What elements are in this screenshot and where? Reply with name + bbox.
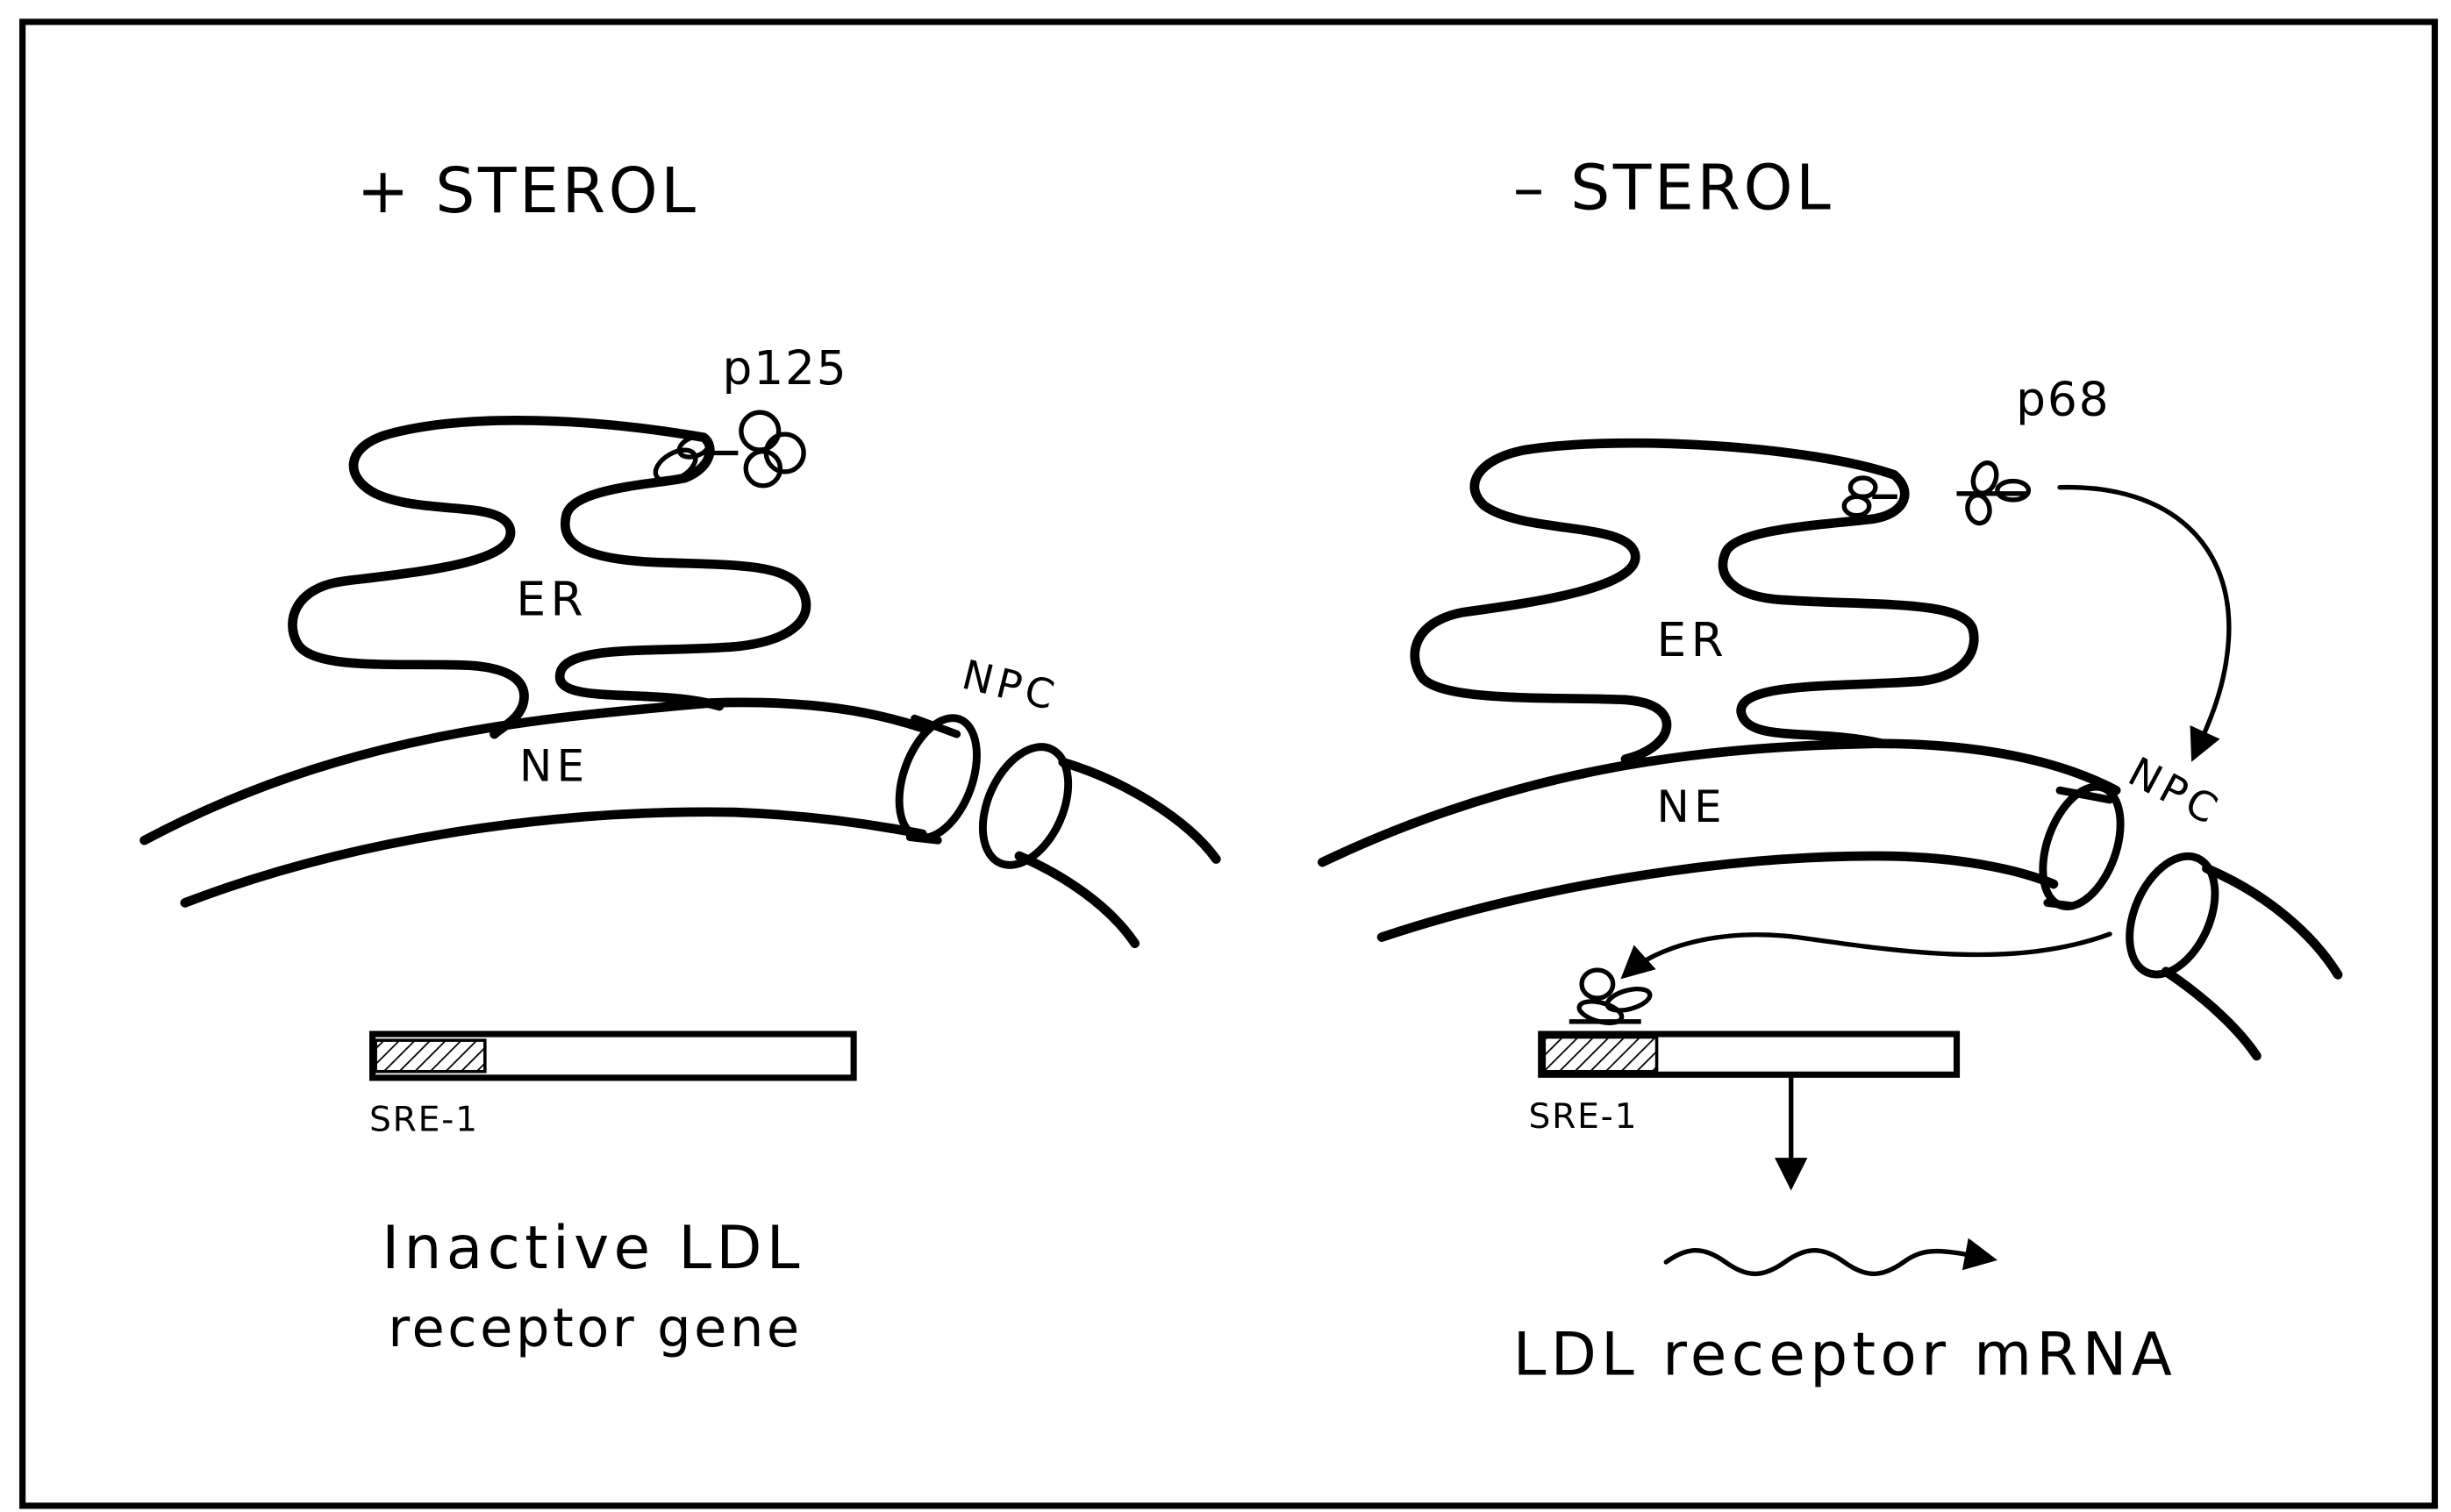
- left-npc: [884, 708, 1085, 879]
- p68-to-gene-arrow: [1626, 934, 2110, 974]
- left-sre1-label: SRE-1: [369, 1100, 479, 1139]
- right-ne-label: NE: [1657, 781, 1727, 832]
- right-er-label: ER: [1657, 612, 1729, 667]
- figure-border: [23, 22, 2435, 1506]
- left-outcome-line1: Inactive LDL: [382, 1213, 804, 1282]
- left-condition-label: + STEROL: [357, 154, 699, 227]
- left-outcome-line2: receptor gene: [388, 1298, 802, 1359]
- left-nucleus-lower-membrane: [1019, 856, 1135, 944]
- right-npc-label: NPC: [2121, 748, 2229, 836]
- right-outcome-label: LDL receptor mRNA: [1513, 1319, 2177, 1388]
- p68-free-icon: [1957, 460, 2029, 525]
- left-protein-label: p125: [723, 340, 848, 396]
- left-panel: + STEROL p125 ER NE NPC S: [145, 154, 1217, 1359]
- right-condition-label: – STEROL: [1513, 152, 1834, 225]
- left-inner-nuclear-membrane: [185, 812, 923, 903]
- left-ne-label: NE: [519, 740, 589, 791]
- right-panel: – STEROL p68 E: [1322, 152, 2338, 1389]
- right-nucleus-lower-membrane: [2166, 972, 2256, 1056]
- p68-gene-bound-icon: [1569, 970, 1653, 1027]
- left-er-label: ER: [516, 572, 588, 627]
- left-sre1-box: [375, 1040, 485, 1072]
- p68-import-arrow: [2060, 488, 2229, 756]
- right-nucleus-upper-membrane: [2206, 868, 2338, 974]
- right-inner-nuclear-membrane: [1382, 856, 2054, 938]
- mrna-wave: [1666, 1251, 1990, 1274]
- left-nucleus-upper-membrane: [1063, 762, 1217, 859]
- right-sre1-box: [1544, 1038, 1656, 1072]
- right-sre1-label: SRE-1: [1529, 1097, 1639, 1137]
- left-npc-label: NPC: [958, 651, 1064, 720]
- right-protein-label: p68: [2016, 372, 2110, 427]
